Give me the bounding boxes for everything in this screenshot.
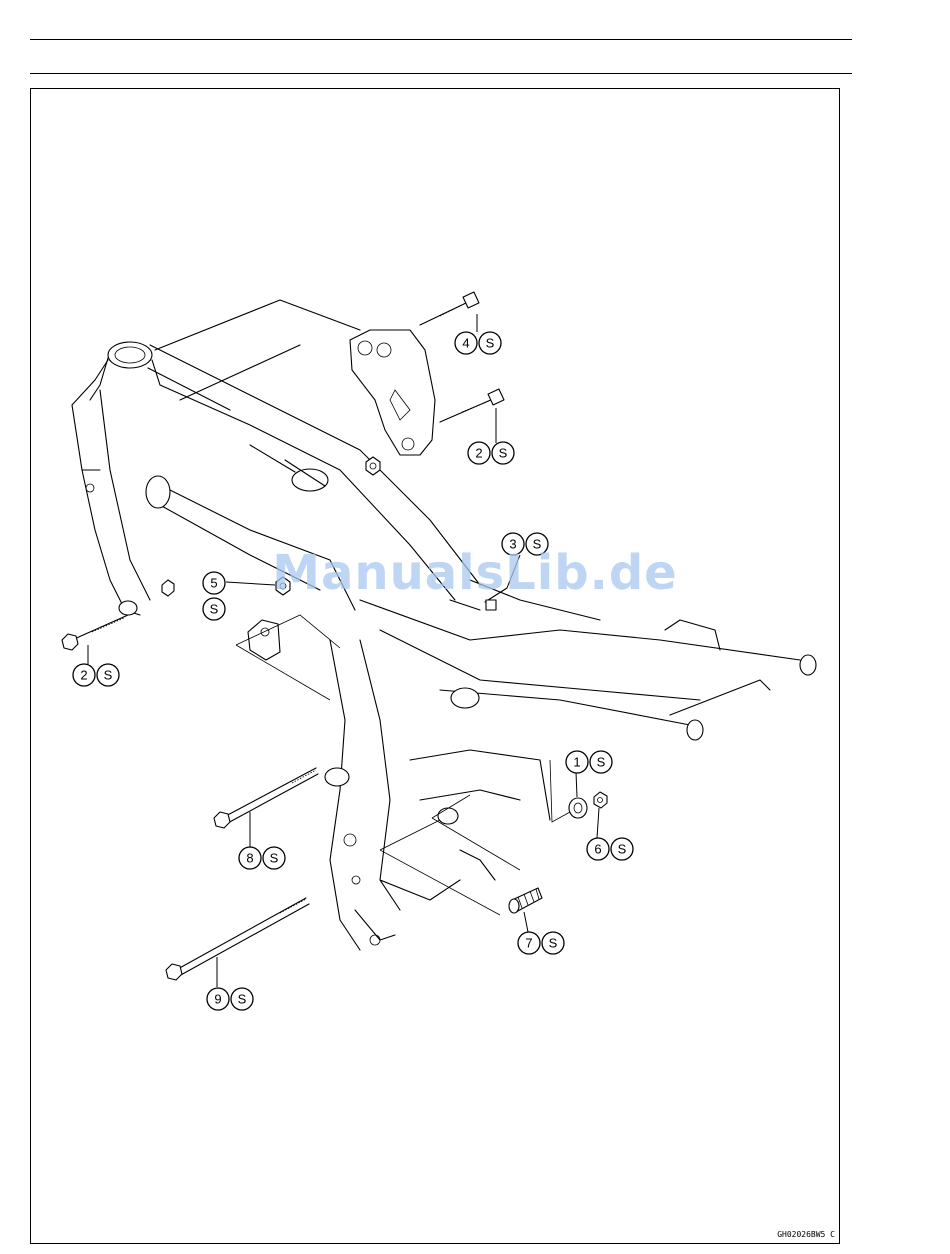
callout-5-symbol: S — [210, 602, 219, 617]
callout-4: 4 S — [455, 332, 501, 354]
callout-2-upper-number: 2 — [475, 446, 482, 461]
callout-6-symbol: S — [618, 842, 627, 857]
callout-2-lower: 2 S — [73, 664, 119, 686]
callout-6: 6 S — [587, 838, 633, 860]
callout-9-symbol: S — [238, 992, 247, 1007]
collar-1-icon — [569, 798, 587, 818]
callout-1-symbol: S — [597, 755, 606, 770]
callout-2-upper: 2 S — [468, 442, 514, 464]
leader-lines — [88, 314, 599, 987]
callout-8-symbol: S — [270, 851, 279, 866]
bolt-4-icon — [420, 292, 479, 325]
callout-7-number: 7 — [525, 936, 532, 951]
callout-2-lower-symbol: S — [104, 668, 113, 683]
callout-7-symbol: S — [549, 936, 558, 951]
callout-9: 9 S — [207, 988, 253, 1010]
nut-bracket-icon — [366, 457, 380, 475]
callout-4-number: 4 — [462, 336, 469, 351]
callout-9-number: 9 — [214, 992, 221, 1007]
callout-8: 8 S — [239, 847, 285, 869]
bolt-9-icon — [166, 898, 309, 980]
callout-1-number: 1 — [573, 755, 580, 770]
bolt-8-icon — [214, 768, 318, 828]
frame-illustration — [72, 300, 816, 950]
callout-6-number: 6 — [594, 842, 601, 857]
callout-7: 7 S — [518, 932, 564, 954]
callout-4-symbol: S — [486, 336, 495, 351]
callout-2-lower-number: 2 — [80, 668, 87, 683]
figure-code: GH02026BW5 C — [750, 1230, 835, 1239]
callout-2-upper-symbol: S — [499, 446, 508, 461]
watermark: ManualsLib.de — [0, 545, 950, 601]
callout-8-number: 8 — [246, 851, 253, 866]
engine-mount-bracket — [350, 330, 435, 455]
bolt-2-upper-icon — [440, 389, 504, 422]
callout-1: 1 S — [566, 751, 612, 773]
sleeve-7-icon — [509, 888, 542, 913]
nut-6-icon — [594, 792, 607, 808]
